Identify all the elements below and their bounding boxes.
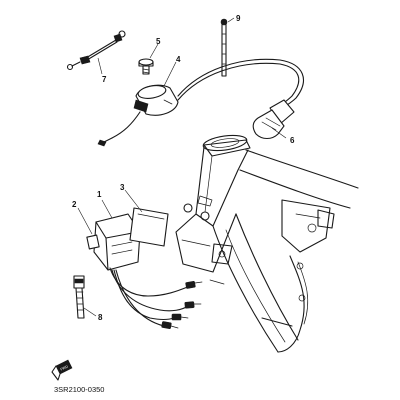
lead-wire [66, 30, 126, 71]
callout-4: 4 [176, 55, 181, 64]
cable-tie [220, 18, 228, 77]
callout-2: 2 [72, 200, 77, 209]
callout-7: 7 [102, 75, 107, 84]
callout-9: 9 [236, 14, 241, 23]
callout-5: 5 [156, 37, 161, 46]
callout-1: 1 [97, 190, 102, 199]
cable-band [73, 275, 85, 319]
callout-8: 8 [98, 313, 103, 322]
bracket-plate [129, 207, 169, 247]
leader-lines [77, 17, 287, 317]
fwd-direction-marker: FWD [51, 359, 73, 381]
spark-plug-cap [252, 99, 295, 140]
ignition-coil [97, 58, 304, 147]
diagram-part-number: 3SR2100-0350 [54, 385, 104, 394]
fwd-label: FWD [60, 364, 69, 371]
cdi-unit [86, 213, 141, 271]
callouts: 1 2 3 4 5 6 7 8 9 [72, 14, 295, 322]
cdi-wire-harness [109, 267, 203, 329]
frame-assembly [175, 134, 359, 353]
callout-3: 3 [120, 183, 125, 192]
bolt-part [138, 58, 154, 75]
callout-6: 6 [290, 136, 295, 145]
